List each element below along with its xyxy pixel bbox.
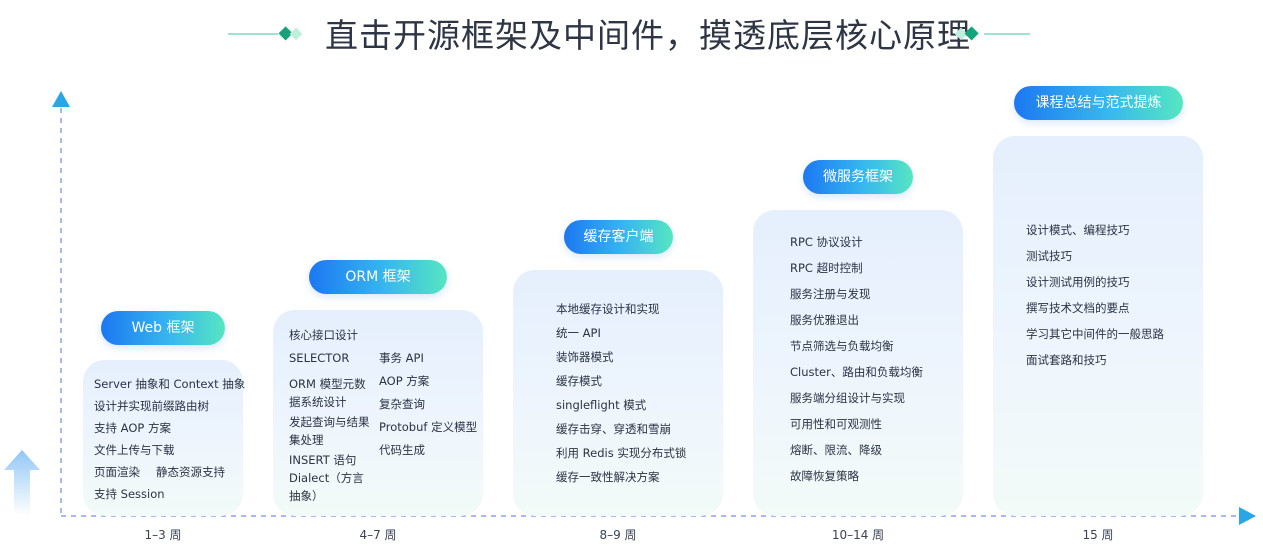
stage-card-cache — [513, 270, 723, 516]
list-item: 设计测试用例的技巧 — [1026, 275, 1130, 289]
list-item: 设计并实现前缀路由树 — [94, 399, 209, 413]
list-item: 文件上传与下载 — [94, 443, 175, 457]
list-item: 熔断、限流、降级 — [790, 443, 882, 457]
list-item: 学习其它中间件的一般思路 — [1026, 327, 1164, 341]
left-diamond-ornament — [228, 26, 303, 41]
stage-label-microservice: 微服务框架 — [803, 160, 913, 194]
list-item: Cluster、路由和负载均衡 — [790, 365, 923, 379]
list-item: 设计模式、编程技巧 — [1026, 223, 1130, 237]
page-title: 直击开源框架及中间件，摸透底层核心原理 — [325, 16, 971, 55]
list-item: 撰写技术文档的要点 — [1026, 301, 1130, 315]
list-item: 可用性和可观测性 — [790, 417, 882, 431]
list-item: 面试套路和技巧 — [1026, 353, 1107, 367]
list-item: INSERT 语句 Dialect（方言抽象） — [289, 453, 364, 503]
list-item: 测试技巧 — [1026, 249, 1072, 263]
stage-label-orm: ORM 框架 — [309, 260, 447, 294]
list-item: ORM 模型元数据系统设计 — [289, 377, 366, 409]
x-axis-arrow — [1239, 507, 1256, 525]
list-item: SELECTOR — [289, 351, 350, 365]
list-item: Protobuf 定义模型 — [379, 420, 478, 434]
stage-card-summary — [993, 136, 1203, 516]
stage-card-orm — [273, 310, 483, 516]
list-item: 节点筛选与负载均衡 — [790, 339, 894, 353]
list-item: 服务注册与发现 — [790, 287, 871, 301]
week-label-summary: 15 周 — [1082, 528, 1114, 542]
y-axis-arrow — [52, 91, 70, 107]
stage-label-web: Web 框架 — [101, 311, 225, 345]
list-item: 故障恢复策略 — [790, 469, 859, 483]
list-item: 核心接口设计 — [289, 328, 358, 342]
week-label-web: 1–3 周 — [144, 528, 182, 542]
week-label-cache: 8–9 周 — [599, 528, 637, 542]
list-item: 统一 API — [556, 326, 601, 340]
list-item: 服务端分组设计与实现 — [790, 391, 905, 405]
list-item: Server 抽象和 Context 抽象 — [94, 377, 246, 391]
list-item: AOP 方案 — [379, 374, 430, 388]
list-item: 事务 API — [379, 351, 424, 365]
list-item: 代码生成 — [379, 443, 425, 457]
title-row: 直击开源框架及中间件，摸透底层核心原理 — [0, 12, 1263, 60]
list-item: singleflight 模式 — [556, 398, 647, 412]
list-item: 缓存模式 — [556, 374, 602, 388]
growth-arrow-icon — [4, 450, 40, 516]
list-item: 本地缓存设计和实现 — [556, 302, 660, 316]
list-item: 服务优雅退出 — [790, 313, 859, 327]
stage-card-microservice — [753, 210, 963, 516]
list-item: RPC 协议设计 — [790, 235, 863, 249]
list-item: 页面渲染 — [94, 465, 140, 479]
stage-card-web — [83, 360, 243, 516]
list-item: 支持 AOP 方案 — [94, 421, 171, 435]
list-item: 复杂查询 — [379, 397, 425, 411]
stage-label-summary: 课程总结与范式提炼 — [1014, 86, 1183, 120]
list-item: 静态资源支持 — [156, 465, 225, 479]
list-item: 装饰器模式 — [556, 350, 614, 364]
list-item: RPC 超时控制 — [790, 261, 863, 275]
stage-label-cache: 缓存客户端 — [564, 220, 673, 254]
right-diamond-ornament — [954, 26, 1030, 41]
list-item: 缓存击穿、穿透和雪崩 — [556, 422, 671, 436]
list-item: 发起查询与结果集处理 — [289, 415, 370, 447]
week-label-orm: 4–7 周 — [359, 528, 397, 542]
list-item: 缓存一致性解决方案 — [556, 470, 660, 484]
week-label-microservice: 10–14 周 — [831, 528, 885, 542]
list-item: 支持 Session — [94, 487, 165, 501]
list-item: 利用 Redis 实现分布式锁 — [556, 446, 687, 460]
